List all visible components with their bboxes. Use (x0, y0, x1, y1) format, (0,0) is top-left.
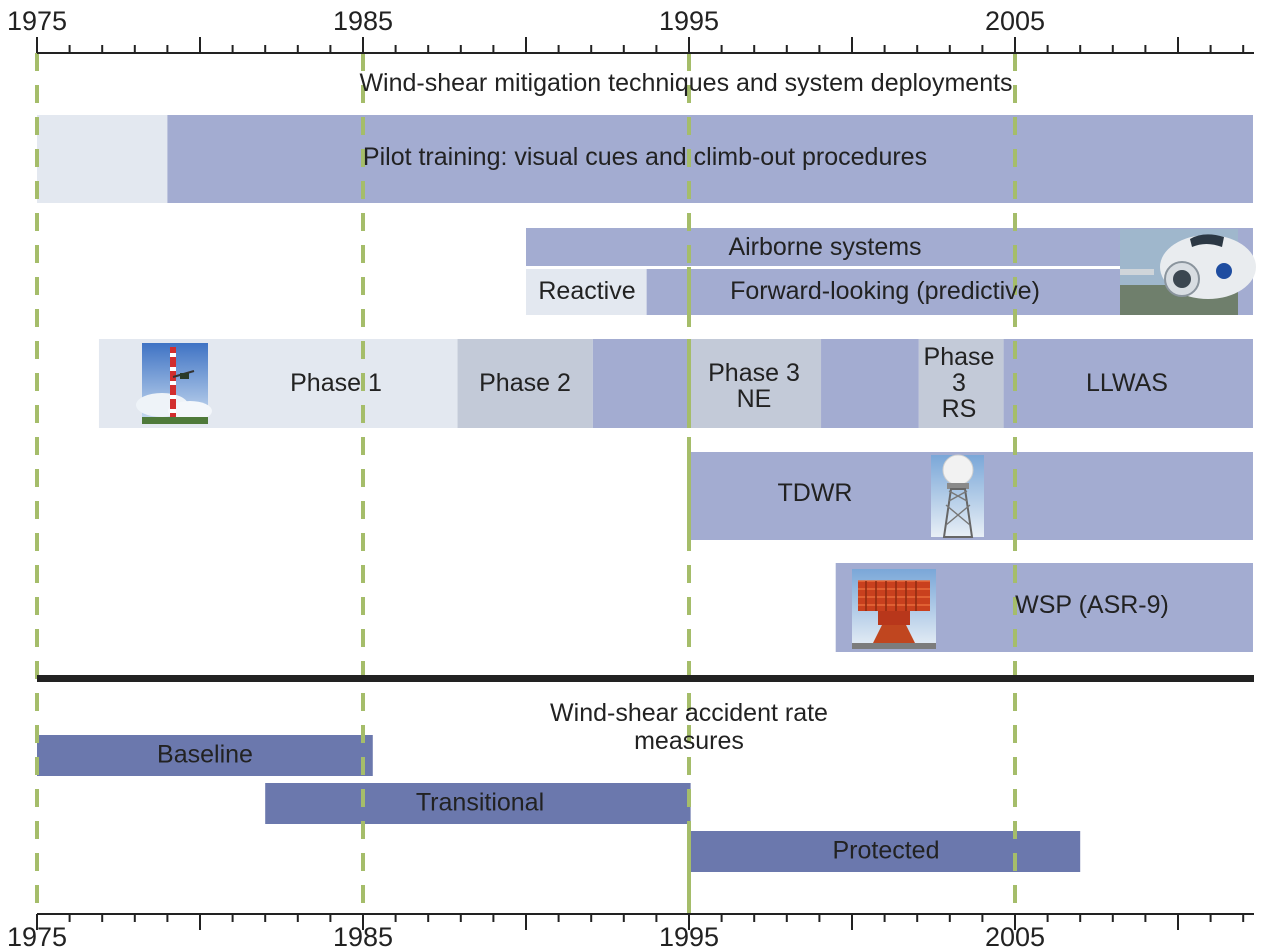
llwas-segment-6 (1003, 339, 1253, 428)
radar-dome-tower-photo-icon (931, 454, 984, 538)
tdwr-0-label: TDWR (778, 479, 853, 507)
airborne-subtypes-1-label: Forward-looking (predictive) (730, 277, 1040, 305)
top-year-label-1995: 1995 (659, 6, 719, 36)
asr9-antenna-photo-icon (852, 569, 936, 649)
llwas-segment-4 (821, 339, 919, 428)
photos (136, 229, 1256, 649)
pilot-training-segment-0 (37, 115, 168, 203)
top-year-label-2005: 2005 (985, 6, 1045, 36)
bottom-year-label-1995: 1995 (659, 922, 719, 949)
airborne-systems-0-label: Airborne systems (728, 233, 921, 261)
llwas-segment-2 (592, 339, 688, 428)
axes: 1975 1985 1995 2005 1975 1985 1995 2005 (7, 6, 1254, 949)
pilot-training-1-label: Pilot training: visual cues and climb-ou… (363, 143, 927, 171)
bar-labels: Pilot training: visual cues and climb-ou… (157, 143, 1169, 865)
llwas-tower-photo-icon (136, 343, 212, 424)
llwas-1-label: Phase 2 (479, 369, 571, 397)
accident-rate-bar-transitional (265, 783, 691, 824)
llwas-segment-5 (918, 339, 1004, 428)
pilot-training-segment-1 (167, 115, 1253, 203)
accident-rate-bar-baseline (37, 735, 373, 776)
accident-rate-label-baseline: Baseline (157, 741, 253, 769)
llwas-segment-1 (457, 339, 593, 428)
year-gridlines (35, 53, 1017, 914)
accident-rate-section-title: Wind-shear accident rate (550, 699, 828, 727)
airborne-subtypes-segment-0 (526, 267, 647, 315)
airborne-subtypes-0-label: Reactive (538, 277, 635, 305)
accident-rate-section-title-line2: measures (634, 727, 744, 755)
section-divider (37, 675, 1254, 682)
llwas-0-label: Phase 1 (290, 369, 382, 397)
accident-rate-label-transitional: Transitional (416, 789, 544, 817)
bottom-year-label-1985: 1985 (333, 922, 393, 949)
llwas-6-label: LLWAS (1086, 369, 1168, 397)
top-year-label-1975: 1975 (7, 6, 67, 36)
bottom-year-label-1975: 1975 (7, 922, 67, 949)
llwas-segment-3 (687, 339, 822, 428)
airborne-separator (526, 266, 1254, 269)
accident-rate-label-protected: Protected (832, 837, 939, 865)
deployment-section-title: Wind-shear mitigation techniques and sys… (359, 69, 1012, 97)
aircraft-nose-photo-icon (1120, 229, 1256, 315)
wsp-0-label: WSP (ASR-9) (1015, 591, 1169, 619)
top-year-label-1985: 1985 (333, 6, 393, 36)
bottom-year-label-2005: 2005 (985, 922, 1045, 949)
